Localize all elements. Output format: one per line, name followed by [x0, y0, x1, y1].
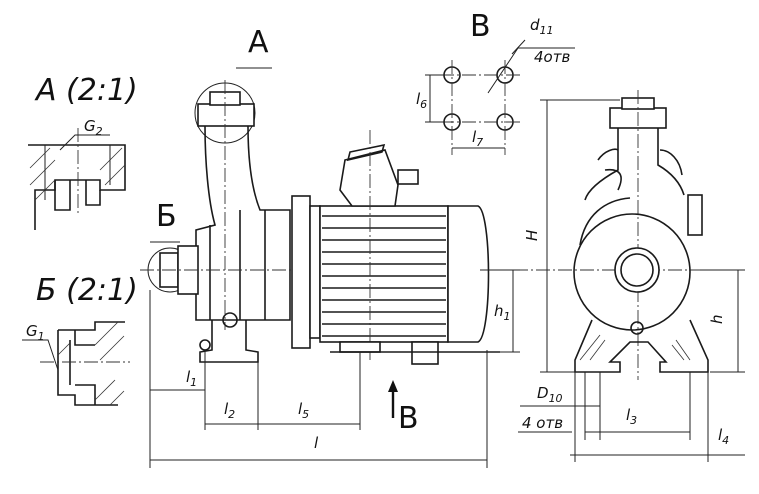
view-a-label: A — [248, 25, 269, 60]
detail-b-title: Б (2:1) — [36, 273, 138, 308]
dim-l4: l4 — [718, 426, 729, 447]
dim-h: h — [708, 314, 726, 324]
dim-l3: l3 — [626, 406, 637, 427]
l6-label: l6 — [416, 90, 427, 111]
dim-l2: l2 — [224, 400, 235, 421]
dim-l: l — [314, 434, 319, 452]
d11-label: d11 — [530, 16, 554, 37]
view-b-label: Б — [156, 199, 177, 234]
detail-a: A (2:1) G2 — [28, 73, 138, 230]
dim-l1: l1 — [186, 368, 197, 389]
l7-label: l7 — [472, 128, 483, 149]
g2-label: G2 — [84, 117, 103, 138]
detail-b: Б (2:1) G1 — [22, 273, 138, 406]
dim-h1: h1 — [494, 302, 511, 323]
dim-holes: 4 отв — [522, 414, 563, 432]
holes-label: 4отв — [534, 48, 570, 66]
g1-label: G1 — [26, 322, 45, 343]
view-v-label: В — [470, 9, 491, 44]
dim-l5: l5 — [298, 400, 309, 421]
bolt-pattern-view: В l6 l7 d11 4отв — [416, 9, 575, 155]
view-v-arrow-label: В — [398, 401, 419, 436]
detail-a-title: A (2:1) — [34, 73, 138, 108]
dim-d10: D10 — [537, 384, 563, 405]
dim-H: H — [523, 230, 541, 241]
pump-front-view: H h D10 4 отв l3 l4 — [518, 90, 745, 462]
pump-side-view: A Б — [140, 25, 740, 468]
